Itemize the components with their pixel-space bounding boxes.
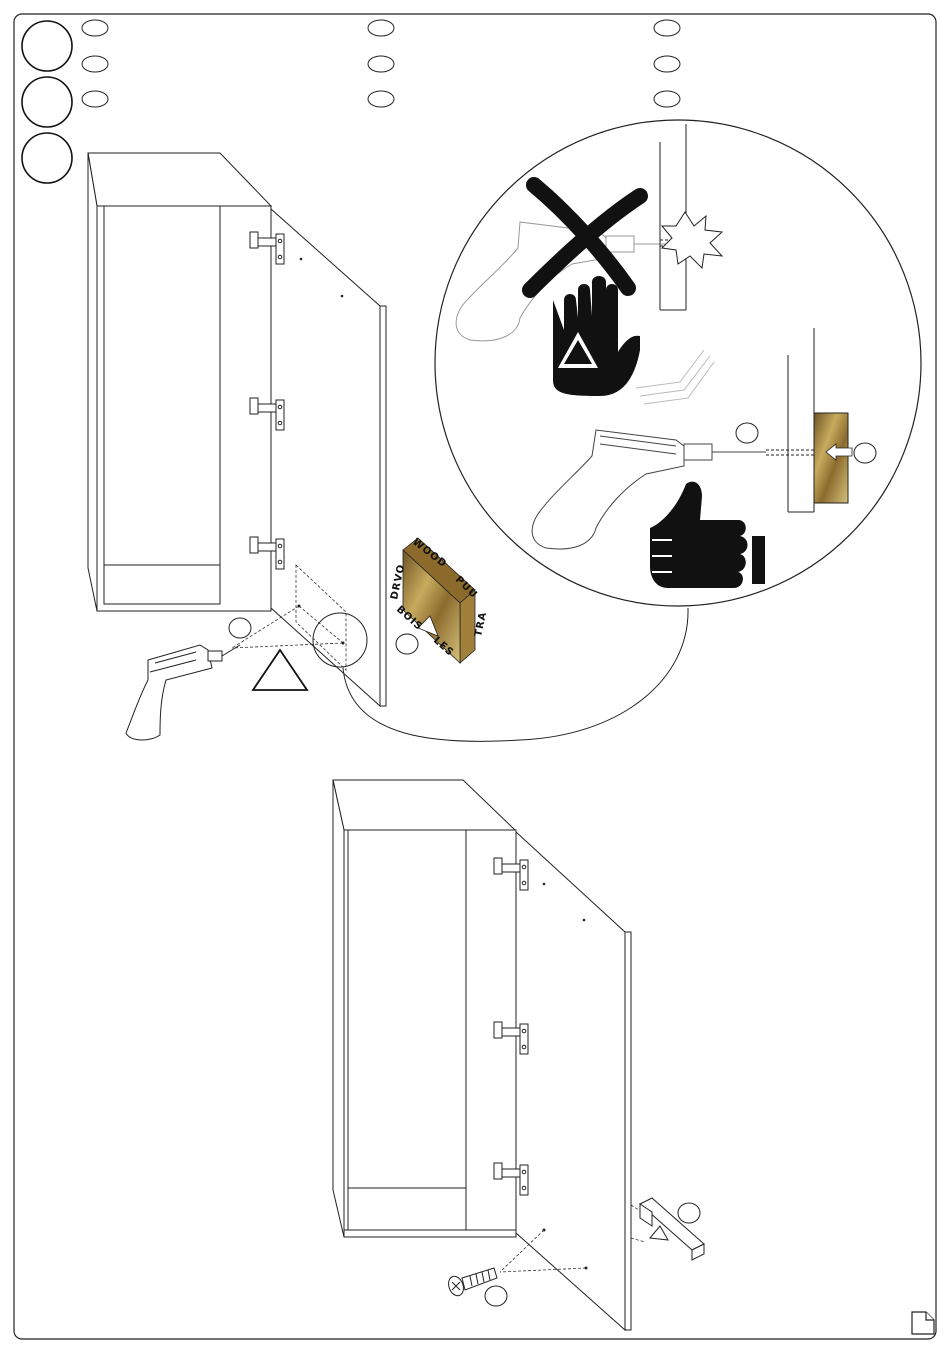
connector-curve	[343, 608, 688, 741]
bottom-cabinet-door	[516, 832, 631, 1330]
drill-icon-small	[126, 645, 240, 740]
handle-part	[640, 1198, 704, 1260]
part-reference-ovals	[82, 20, 680, 107]
warning-triangle-icon	[253, 650, 307, 690]
top-cabinet-door	[271, 209, 386, 706]
wood-label-tra: TRA	[473, 611, 489, 638]
bottom-cabinet	[333, 780, 516, 1237]
step-markers	[22, 21, 72, 183]
top-cabinet	[88, 153, 271, 611]
wood-block	[814, 413, 848, 503]
screw-icon	[446, 1268, 497, 1298]
page-corner-icon	[912, 1312, 934, 1334]
